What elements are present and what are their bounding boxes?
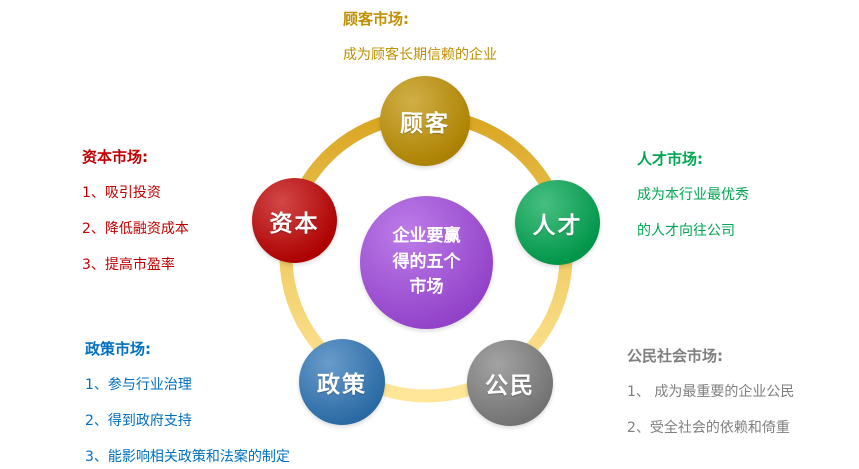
annotation-title-customer: 顾客市场: bbox=[343, 10, 409, 28]
annotation-line: 2、得到政府支持 bbox=[85, 413, 192, 429]
annotation-customer: 顾客市场: 成为顾客长期信赖的企业 bbox=[343, 8, 497, 80]
annotation-line: 成为本行业最优秀 bbox=[637, 187, 749, 203]
annotation-title-citizen: 公民社会市场: bbox=[627, 347, 723, 365]
node-circle-policy: 政策 bbox=[299, 339, 385, 425]
annotation-line: 1、参与行业治理 bbox=[85, 377, 192, 393]
node-label-capital: 资本 bbox=[269, 210, 320, 237]
node-circle-capital: 资本 bbox=[252, 178, 337, 263]
annotation-title-policy: 政策市场: bbox=[85, 340, 151, 358]
annotation-line: 2、受全社会的依赖和倚重 bbox=[627, 420, 790, 436]
annotation-line: 1、 成为最重要的企业公民 bbox=[627, 384, 795, 400]
node-label-talent: 人才 bbox=[532, 212, 583, 239]
annotation-line: 2、降低融资成本 bbox=[82, 221, 189, 237]
annotation-talent: 人才市场: 成为本行业最优秀 的人才向往公司 bbox=[637, 148, 749, 256]
annotation-title-talent: 人才市场: bbox=[637, 150, 703, 168]
node-circle-citizen: 公民 bbox=[467, 340, 553, 426]
node-circle-talent: 人才 bbox=[515, 180, 600, 265]
center-label: 企业要赢 得的五个 市场 bbox=[392, 226, 461, 298]
annotation-line: 3、提高市盈率 bbox=[82, 257, 175, 273]
annotation-title-capital: 资本市场: bbox=[82, 148, 148, 166]
node-circle-customer: 顾客 bbox=[380, 76, 470, 166]
annotation-line: 1、吸引投资 bbox=[82, 185, 161, 201]
node-label-policy: 政策 bbox=[317, 372, 367, 398]
annotation-line: 3、能影响相关政策和法案的制定 bbox=[85, 449, 290, 465]
annotation-policy: 政策市场: 1、参与行业治理 2、得到政府支持 3、能影响相关政策和法案的制定 bbox=[85, 338, 290, 469]
annotation-line: 的人才向往公司 bbox=[637, 223, 735, 239]
annotation-line: 成为顾客长期信赖的企业 bbox=[343, 47, 497, 63]
annotation-citizen: 公民社会市场: 1、 成为最重要的企业公民 2、受全社会的依赖和倚重 bbox=[627, 345, 794, 453]
node-label-customer: 顾客 bbox=[400, 111, 450, 137]
annotation-capital: 资本市场: 1、吸引投资 2、降低融资成本 3、提高市盈率 bbox=[82, 146, 189, 290]
center-circle: 企业要赢 得的五个 市场 bbox=[360, 196, 493, 329]
node-label-citizen: 公民 bbox=[485, 373, 535, 399]
